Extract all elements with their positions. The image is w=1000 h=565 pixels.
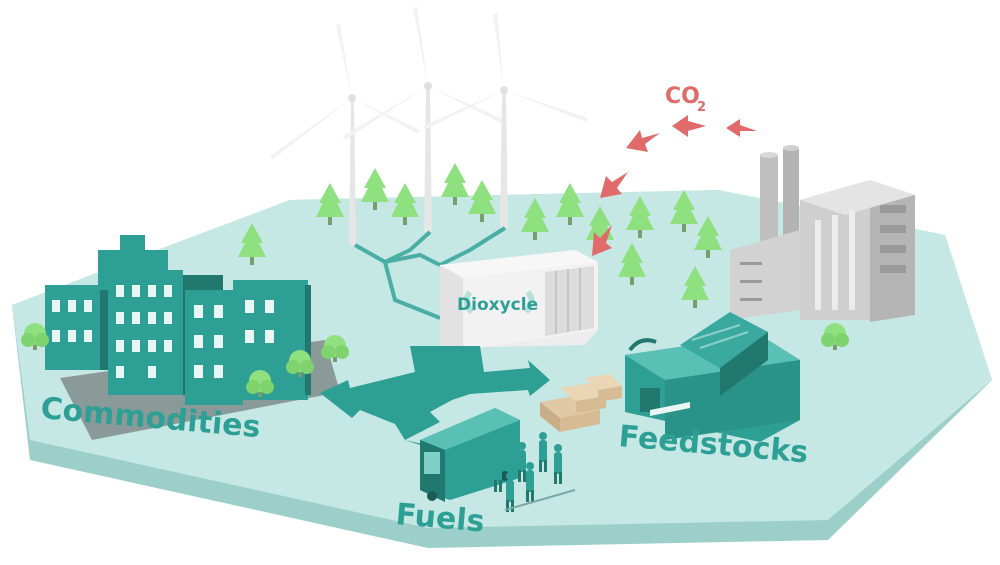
feedstock-plant-icon	[625, 312, 800, 442]
energy-pipes	[354, 226, 507, 320]
svg-text:Clean: Clean	[220, 53, 295, 81]
co2-arrows	[592, 115, 757, 256]
dioxycle-unit: Dioxycle	[440, 250, 598, 350]
boxes-icon	[540, 374, 622, 432]
clean-energy-label: Clean energy	[220, 53, 315, 111]
svg-text:CO: CO	[665, 84, 700, 109]
building-icon	[45, 235, 340, 440]
unit-name: Dioxycle	[457, 295, 538, 315]
fuels-label: Fuels	[394, 497, 486, 540]
svg-text:energy: energy	[220, 83, 315, 111]
wind-turbine-icon	[270, 24, 420, 245]
wind-turbine-icon	[343, 7, 505, 232]
co2-label: CO 2	[665, 84, 706, 115]
people-group	[494, 432, 576, 512]
wind-turbine-icon	[423, 13, 588, 228]
svg-text:2: 2	[697, 100, 706, 115]
factory-icon	[730, 145, 915, 322]
